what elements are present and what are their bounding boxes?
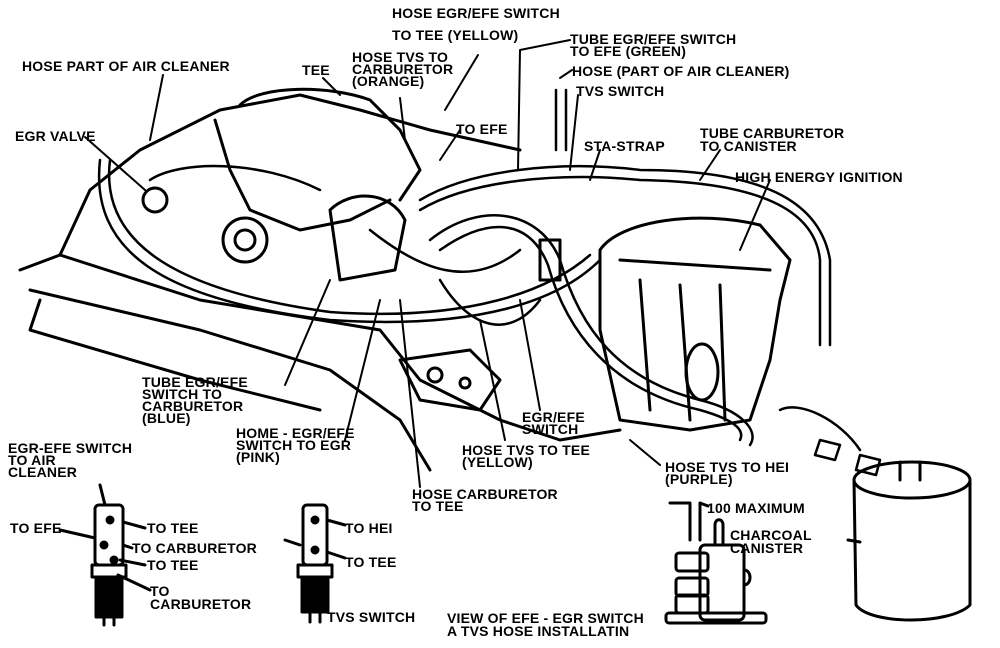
label-line: SWITCH TO <box>142 386 223 402</box>
label-line: HOSE CARBURETOR <box>412 486 558 502</box>
label-line: (YELLOW) <box>462 454 533 470</box>
label-line: SWITCH TO EGR <box>236 437 352 453</box>
label-hose-part-air-cleaner: HOSE PART OF AIR CLEANER <box>22 58 230 74</box>
tvs-switch-detail <box>283 503 347 624</box>
hose-installation-view <box>664 501 768 625</box>
label-line: TO AIR <box>8 452 56 468</box>
label-hose-tvs-to-tee: HOSE TVS TO TEE(YELLOW) <box>462 442 590 470</box>
label-egr-valve: EGR VALVE <box>15 128 96 144</box>
label-line: (ORANGE) <box>352 73 425 89</box>
label-tvs-switch-bottom: TVS SWITCH <box>327 609 416 625</box>
label-line: TO CANISTER <box>700 138 797 154</box>
charcoal-canister <box>846 460 972 622</box>
label-line: A TVS HOSE INSTALLATIN <box>447 623 630 639</box>
label-line: TO EFE (GREEN) <box>570 43 687 59</box>
vacuum-hoses <box>97 88 882 477</box>
label-line: HOSE TVS TO HEI <box>665 459 790 475</box>
label-hose-egr-efe-switch-to-tee: HOSE EGR/EFE SWITCH TO TEE (YELLOW) <box>392 2 560 46</box>
label-to-efe-top: TO EFE <box>456 121 508 137</box>
label-line: CARBURETOR <box>142 398 244 414</box>
label-detail-to-tee-1: TO TEE <box>147 520 199 536</box>
label-line: HOSE TVS TO TEE <box>462 442 590 458</box>
label-line: (PINK) <box>236 449 280 465</box>
label-100-maximum: 100 MAXIMUM <box>707 500 805 516</box>
label-line: TUBE EGR/EFE <box>142 374 248 390</box>
label-line: CHARCOAL <box>730 527 812 543</box>
label-hose-part-of-air-cleaner: HOSE (PART OF AIR CLEANER) <box>572 63 790 79</box>
label-high-energy-ignition: HIGH ENERGY IGNITION <box>735 169 903 185</box>
label-tvs-to-hei: TO HEI <box>345 520 393 536</box>
egr-efe-switch-detail <box>58 483 152 627</box>
label-line: EGR/EFE <box>522 409 585 425</box>
hei-distributor <box>598 216 792 432</box>
label-line: HOME - EGR/EFE <box>236 425 355 441</box>
label-line: HOSE EGR/EFE SWITCH <box>392 5 560 21</box>
label-line: VIEW OF EFE - EGR SWITCH <box>447 610 644 626</box>
label-line: TO TEE (YELLOW) <box>392 27 519 43</box>
label-tvs-switch-top: TVS SWITCH <box>576 83 665 99</box>
label-sta-strap: STA-STRAP <box>584 138 665 154</box>
label-line: TO TEE <box>412 498 464 514</box>
label-line: TO <box>150 583 170 599</box>
leader-lines <box>84 39 771 488</box>
label-line: CARBURETOR <box>150 596 252 612</box>
label-line: SWITCH <box>522 421 579 437</box>
label-line: HOSE TVS TO <box>352 49 449 65</box>
label-tee: TEE <box>302 62 330 78</box>
label-line: CARBURETOR <box>352 61 454 77</box>
label-line: CANISTER <box>730 540 804 556</box>
label-line: (PURPLE) <box>665 471 733 487</box>
label-detail-to-efe: TO EFE <box>10 520 62 536</box>
label-detail-to-carburetor-1: TO CARBURETOR <box>132 540 257 556</box>
label-line: (BLUE) <box>142 410 191 426</box>
label-detail-to-tee-2: TO TEE <box>147 557 199 573</box>
label-hose-tvs-to-hei: HOSE TVS TO HEI(PURPLE) <box>665 459 790 487</box>
label-line: EGR-EFE SWITCH <box>8 440 133 456</box>
label-line: CLEANER <box>8 464 78 480</box>
label-line: TUBE CARBURETOR <box>700 125 845 141</box>
label-line: TUBE EGR/EFE SWITCH <box>570 31 737 47</box>
label-tvs-to-tee: TO TEE <box>345 554 397 570</box>
